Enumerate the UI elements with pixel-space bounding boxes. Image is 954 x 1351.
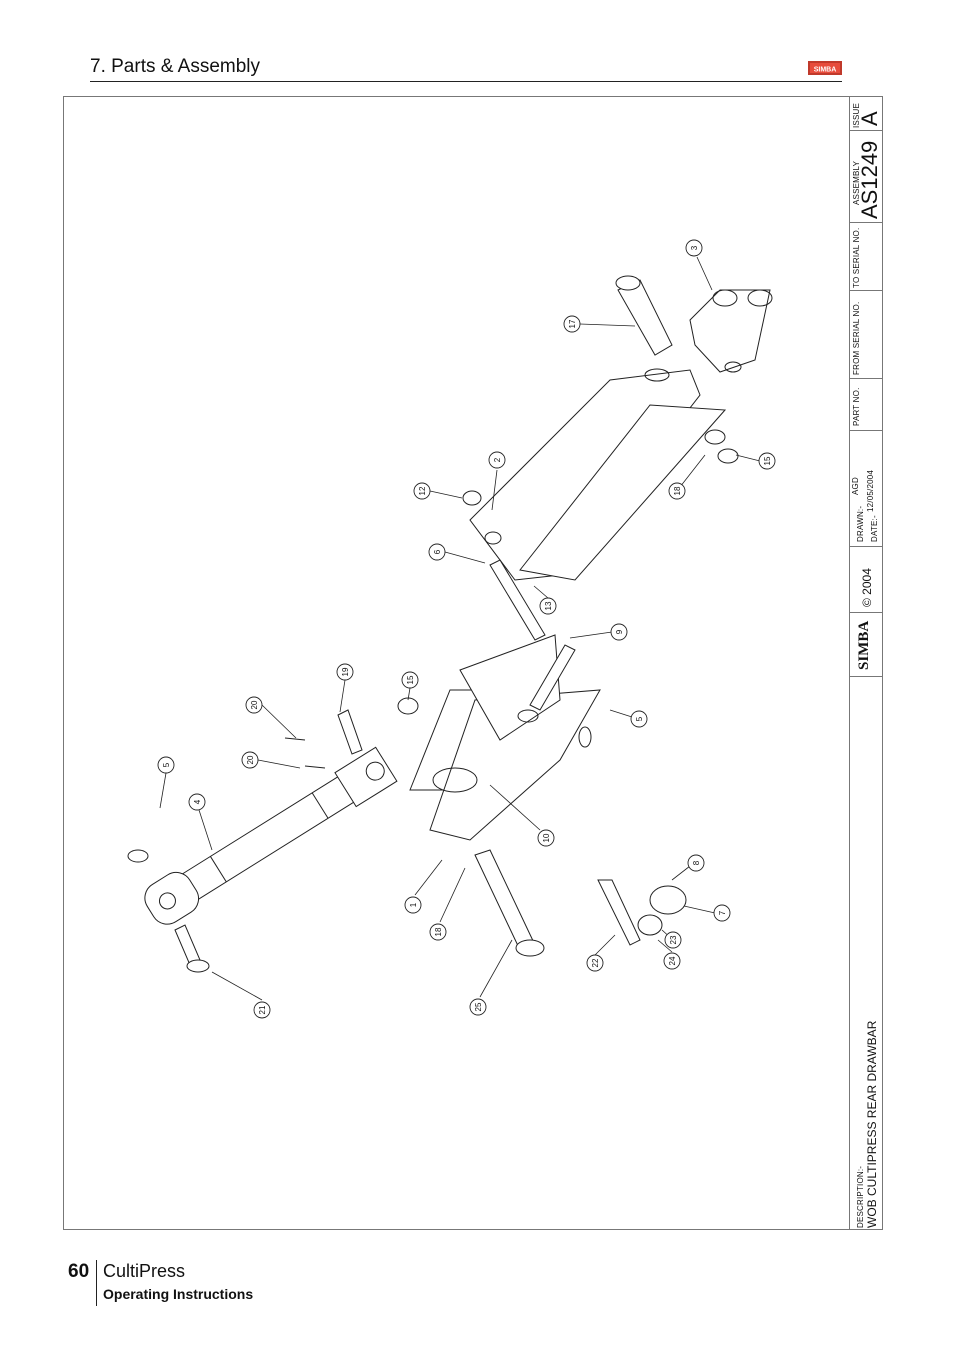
callout-bubble: 20 <box>245 696 263 714</box>
assembly-value: AS1249 <box>857 140 882 219</box>
callout-bubble: 7 <box>713 904 731 922</box>
header-rule <box>90 81 842 82</box>
copyright-text: © 2004 <box>860 568 874 607</box>
callout-bubble: 1 <box>404 896 422 914</box>
from-serial-label: FROM SERIAL NO. <box>852 301 861 375</box>
callout-bubble: 17 <box>563 315 581 333</box>
drawn-label: DRAWN:- <box>856 505 865 542</box>
to-serial-label: TO SERIAL NO. <box>852 227 861 288</box>
callout-label: 5 <box>635 716 644 721</box>
callout-label: 20 <box>246 755 255 764</box>
callout-bubble: 15 <box>758 452 776 470</box>
callout-label: 4 <box>193 799 202 804</box>
exploded-assembly-drawing <box>127 256 773 1001</box>
title-block-logo: SIMBA <box>856 620 872 670</box>
callout-label: 8 <box>692 860 701 865</box>
callout-bubble: 5 <box>630 710 648 728</box>
callout-label: 19 <box>341 667 350 676</box>
callout-bubble: 10 <box>537 829 555 847</box>
callout-bubble: 22 <box>586 954 604 972</box>
callout-bubble: 3 <box>685 239 703 257</box>
part-callouts: 3 17 15 18 2 12 6 13 9 5 15 19 20 20 5 4… <box>157 239 776 1019</box>
callout-label: 3 <box>690 245 699 250</box>
callout-bubble: 5 <box>157 756 175 774</box>
section-title: 7. Parts & Assembly <box>90 56 261 77</box>
callout-label: 1 <box>409 902 418 907</box>
date-label: DATE:- <box>870 515 879 542</box>
callout-label: 17 <box>568 319 577 328</box>
callout-label: 2 <box>493 457 502 462</box>
drawing-frame <box>63 96 883 1230</box>
callout-label: 25 <box>474 1002 483 1011</box>
part-no-label: PART NO. <box>852 387 861 427</box>
callout-bubble: 9 <box>610 623 628 641</box>
callout-bubble: 4 <box>188 793 206 811</box>
callout-label: 5 <box>162 762 171 767</box>
callout-label: 18 <box>434 927 443 936</box>
callout-label: 21 <box>258 1005 267 1014</box>
simba-logo: SIMBA <box>808 61 842 75</box>
callout-bubble: 13 <box>539 597 557 615</box>
drawn-value: AGD <box>851 477 860 495</box>
callout-bubble: 21 <box>253 1001 271 1019</box>
callout-label: 18 <box>673 486 682 495</box>
callout-bubble: 23 <box>664 931 682 949</box>
footer-separator <box>96 1260 97 1306</box>
callout-label: 9 <box>615 629 624 634</box>
page-number: 60 <box>68 1261 90 1282</box>
callout-label: 15 <box>763 456 772 465</box>
callout-label: 22 <box>591 958 600 967</box>
callout-bubble: 25 <box>469 998 487 1016</box>
issue-value: A <box>857 111 882 126</box>
callout-label: 13 <box>544 601 553 610</box>
callout-bubble: 8 <box>687 854 705 872</box>
product-name: CultiPress <box>103 1261 186 1281</box>
description-value: WOB CULTIPRESS REAR DRAWBAR <box>865 1020 879 1228</box>
callout-bubble: 2 <box>488 451 506 469</box>
date-value: 12/05/2004 <box>866 469 875 512</box>
callout-label: 12 <box>418 486 427 495</box>
callout-bubble: 19 <box>336 663 354 681</box>
document-subtitle: Operating Instructions <box>103 1286 254 1302</box>
callout-label: 6 <box>433 549 442 554</box>
callout-bubble: 20 <box>241 751 259 769</box>
callout-bubble: 12 <box>413 482 431 500</box>
description-label: DESCRIPTION:- <box>856 1165 865 1228</box>
callout-label: 20 <box>250 700 259 709</box>
callout-label: 10 <box>542 833 551 842</box>
callout-bubble: 6 <box>428 543 446 561</box>
callout-bubble: 15 <box>401 671 419 689</box>
title-block <box>849 96 883 1230</box>
hydraulic-cylinder <box>144 746 398 925</box>
callout-bubble: 24 <box>663 952 681 970</box>
callout-label: 23 <box>669 935 678 944</box>
callout-bubble: 18 <box>668 482 686 500</box>
svg-text:SIMBA: SIMBA <box>814 67 837 74</box>
callout-bubble: 18 <box>429 923 447 941</box>
callout-label: 7 <box>718 910 727 915</box>
callout-label: 15 <box>406 675 415 684</box>
callout-label: 24 <box>668 956 677 965</box>
